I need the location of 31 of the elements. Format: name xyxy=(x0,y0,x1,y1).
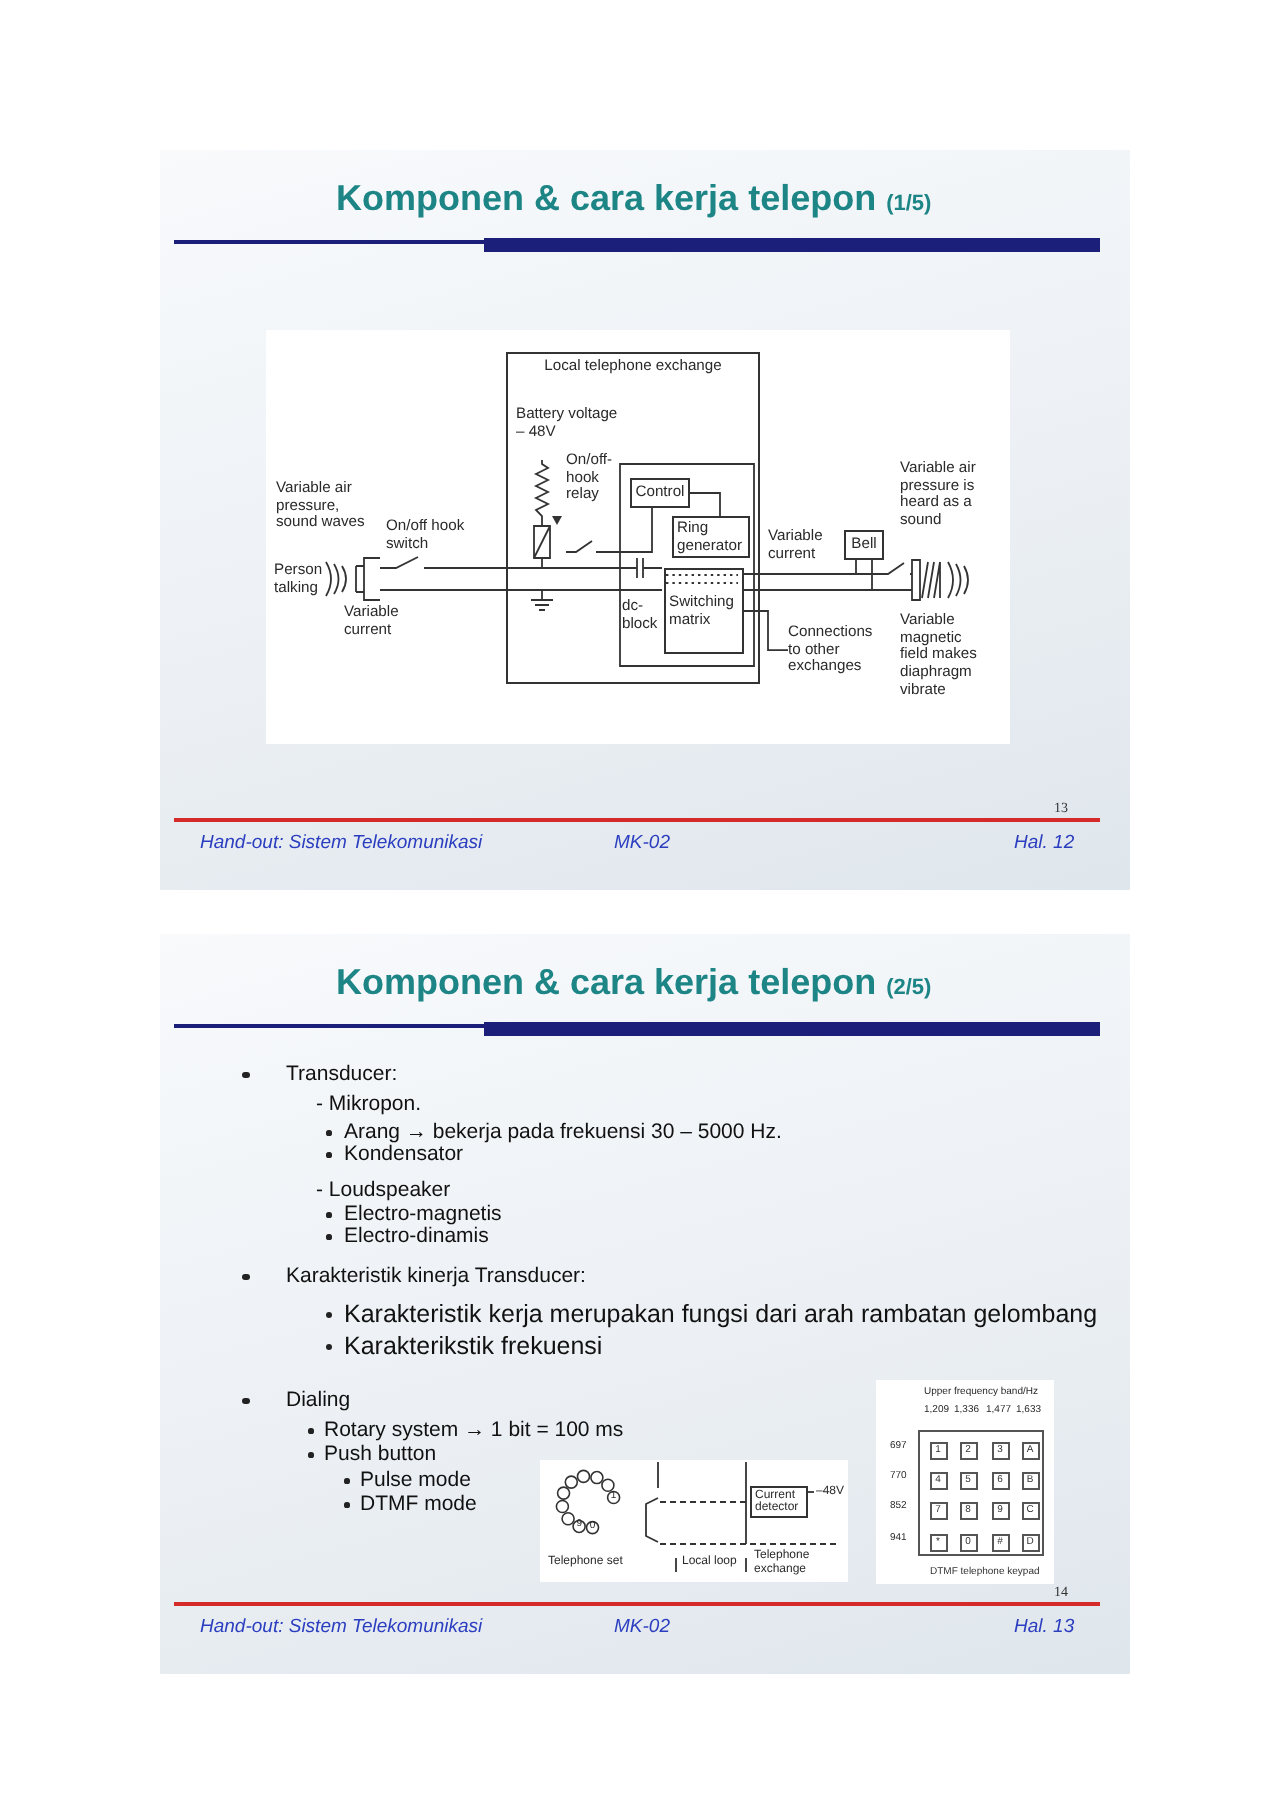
bullet-text: Rotary system → 1 bit = 100 ms xyxy=(324,1418,624,1443)
bullet-text: Electro-dinamis xyxy=(344,1224,489,1249)
bullet-text: Dialing xyxy=(286,1388,351,1413)
page-label: Hal. 13 xyxy=(1014,1616,1075,1638)
footer-text: Hand-out: Sistem Telekomunikasi xyxy=(200,832,483,854)
bullet-text: Pulse mode xyxy=(360,1468,471,1493)
bullet-text: Karakterikstik frekuensi xyxy=(344,1332,603,1361)
bullet-text: Karakteristik kerja merupakan fungsi dari arah rambatan gelombang xyxy=(344,1300,1098,1329)
connector-line xyxy=(689,492,721,517)
bullet-text: DTMF mode xyxy=(360,1492,477,1517)
slide-panel xyxy=(160,150,1130,890)
keypad-panel xyxy=(876,1380,1054,1584)
slide-panel xyxy=(160,934,1130,1674)
exchange-frame xyxy=(506,352,760,684)
slide-number: (1/5) xyxy=(886,192,932,218)
slide-title: Komponen & cara kerja telepon xyxy=(336,178,877,220)
slide-number: (2/5) xyxy=(886,976,932,1002)
bullet-text: Push button xyxy=(324,1442,437,1467)
slide-title: Komponen & cara kerja telepon xyxy=(336,962,877,1004)
bullet-text: - Loudspeaker xyxy=(316,1178,451,1203)
page-label: Hal. 12 xyxy=(1014,832,1075,854)
bullet-text: - Mikropon. xyxy=(316,1092,422,1117)
course-code: MK-02 xyxy=(614,832,670,854)
bullet-text: Karakteristik kinerja Transducer: xyxy=(286,1264,586,1289)
footer-text: Hand-out: Sistem Telekomunikasi xyxy=(200,1616,483,1638)
bullet-text: Arang → bekerja pada frekuensi 30 – 5000 Hz. xyxy=(344,1120,782,1144)
bullet-text: Transducer: xyxy=(286,1062,398,1087)
course-code: MK-02 xyxy=(614,1616,670,1638)
bullet-text: Kondensator xyxy=(344,1142,464,1167)
connector-line xyxy=(743,610,789,652)
bullet-text: Electro-magnetis xyxy=(344,1202,502,1226)
